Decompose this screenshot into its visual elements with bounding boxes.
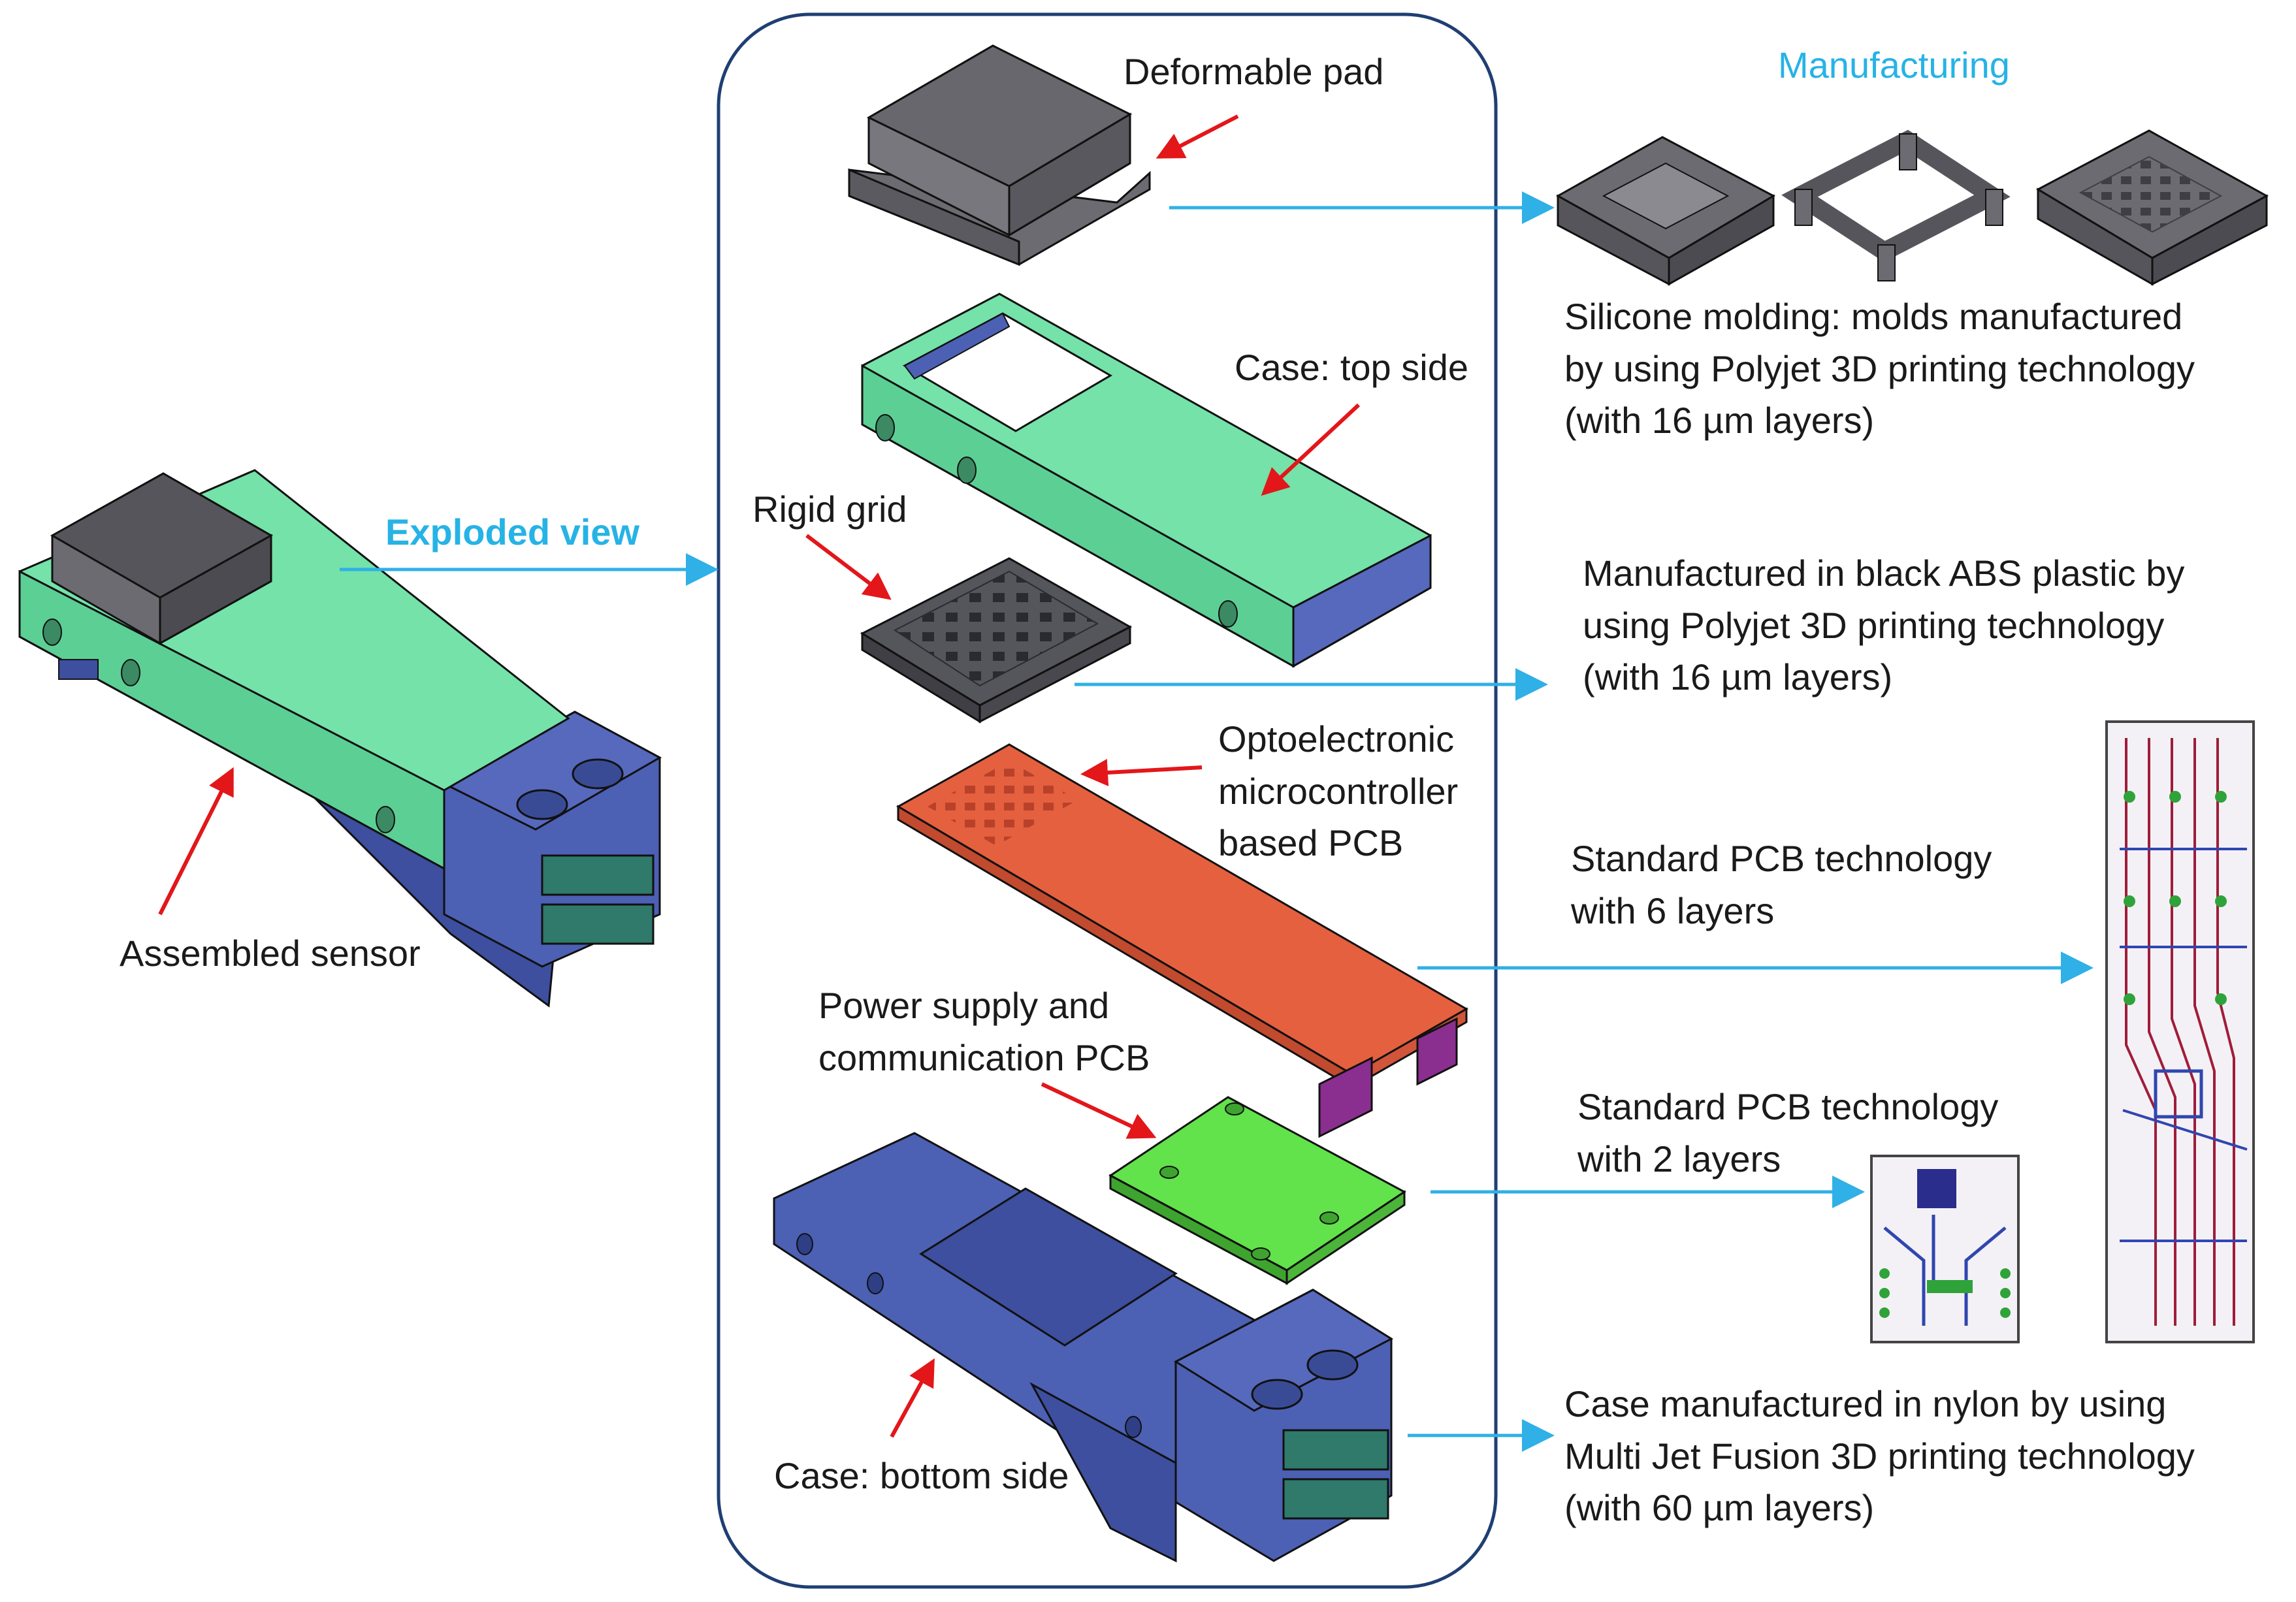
arrow-opto-pcb [1080, 759, 1203, 786]
pad-note-line-3: (with 16 µm layers) [1564, 400, 1875, 441]
arrow-assembled-sensor [158, 767, 234, 916]
case-bottom-label: Case: bottom side [774, 1455, 1069, 1496]
case-note-line-3: (with 60 µm layers) [1564, 1487, 1875, 1529]
arrow-case-bottom [890, 1358, 935, 1438]
pcb-layout-icon [1870, 720, 2255, 1343]
exploded-view-heading: Exploded view [385, 511, 639, 553]
manufacturing-heading: Manufacturing [1778, 44, 2010, 86]
power-pcb-note-line-2: with 2 layers [1577, 1138, 1781, 1179]
opto-pcb-label-line-2: microcontroller [1218, 770, 1459, 812]
blue-arrows [340, 191, 2094, 1452]
case-top-label: Case: top side [1235, 347, 1468, 388]
exploded-view-frame [717, 12, 1498, 1589]
mold-base-icon [1555, 136, 1776, 286]
opto-pcb-note-line-1: Standard PCB technology [1571, 838, 1992, 879]
grid-note-line-1: Manufactured in black ABS plastic by [1583, 553, 2185, 594]
rigid-grid [860, 557, 1133, 724]
assembled-sensor [18, 469, 662, 1008]
assembled-hole-2 [572, 758, 624, 790]
pad-manufacturing-note: Silicone molding: molds manufactured by … [1564, 291, 2195, 447]
rigid-grid-label: Rigid grid [752, 489, 907, 530]
mold-cover-icon [2035, 129, 2269, 286]
deformable-pad-label: Deformable pad [1124, 51, 1384, 92]
case-note-line-2: Multi Jet Fusion 3D printing technology [1564, 1435, 2195, 1477]
opto-pcb-label-line-1: Optoelectronic [1218, 718, 1455, 760]
power-pcb-label-line-2: communication PCB [818, 1036, 1150, 1078]
assembled-hole-1 [516, 789, 568, 820]
case-bottom-side [773, 1132, 1394, 1563]
red-arrows [158, 114, 1361, 1438]
opto-pcb-label-line-3: based PCB [1218, 822, 1404, 864]
pad-note-line-2: by using Polyjet 3D printing technology [1564, 347, 2195, 389]
grid-manufacturing-note: Manufactured in black ABS plastic by usi… [1583, 547, 2184, 703]
power-pcb-label-line-1: Power supply and [818, 985, 1110, 1026]
optoelectronic-pcb [896, 743, 1469, 1138]
opto-pcb-layout [2105, 720, 2255, 1343]
deformable-pad [848, 44, 1151, 266]
power-supply-pcb [1108, 1096, 1406, 1285]
case-top-side [861, 293, 1432, 668]
arrow-deformable-pad [1156, 114, 1239, 159]
opto-pcb-manufacturing-note: Standard PCB technology with 6 layers [1571, 833, 1992, 937]
grid-note-line-2: using Polyjet 3D printing technology [1583, 604, 2165, 646]
case-manufacturing-note: Case manufactured in nylon by using Mult… [1564, 1378, 2195, 1534]
power-pcb-label: Power supply and communication PCB [818, 980, 1150, 1083]
arrow-case-top [1261, 403, 1361, 496]
case-note-line-1: Case manufactured in nylon by using [1564, 1383, 2167, 1424]
pad-note-line-1: Silicone molding: molds manufactured [1564, 296, 2183, 337]
assembled-sensor-label: Assembled sensor [120, 933, 421, 974]
opto-pcb-note-line-2: with 6 layers [1571, 889, 1775, 931]
power-pcb-note-line-1: Standard PCB technology [1577, 1086, 1999, 1127]
mold-frame-icon [1781, 129, 2011, 281]
arrow-rigid-grid [805, 534, 892, 600]
arrow-power-pcb [1041, 1082, 1157, 1139]
power-pcb-manufacturing-note: Standard PCB technology with 2 layers [1577, 1081, 1998, 1185]
grid-note-line-3: (with 16 µm layers) [1583, 656, 1893, 698]
opto-pcb-label: Optoelectronic microcontroller based PCB [1218, 713, 1458, 869]
